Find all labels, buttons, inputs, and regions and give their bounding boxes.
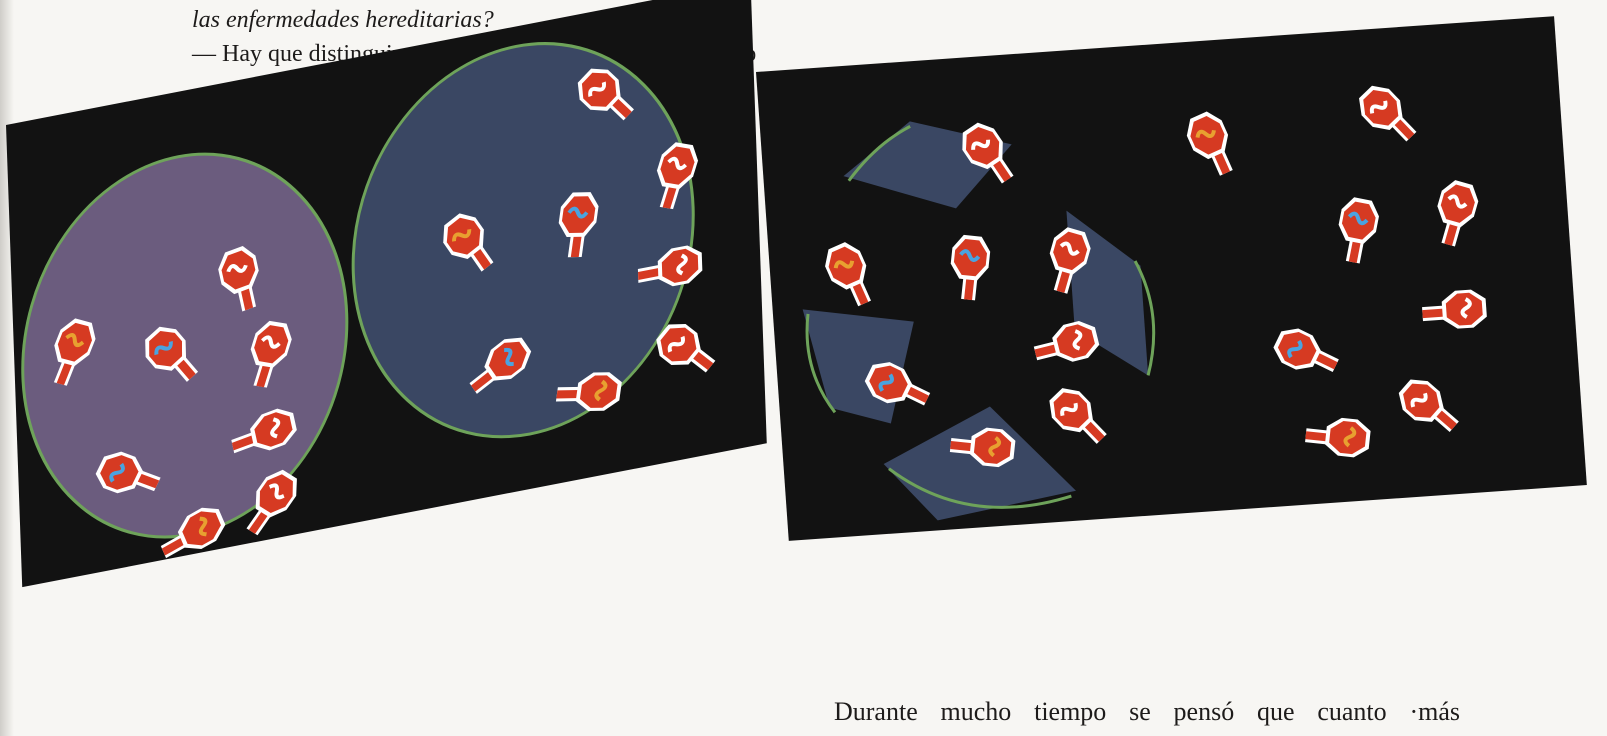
cell-illustration-left — [21, 42, 723, 567]
slate-cell — [351, 42, 695, 439]
chromosome-icon — [1427, 177, 1483, 250]
membrane-fragment — [805, 313, 837, 414]
illustration-left-panel — [6, 0, 767, 588]
cell-illustration-right — [802, 78, 1488, 521]
chromosome-icon — [1030, 317, 1102, 370]
page-edge-shadow — [0, 0, 14, 736]
chromosome-icon — [235, 464, 305, 541]
membrane-fragment — [847, 125, 911, 182]
question-line: las enfermedades hereditarias? — [192, 7, 494, 33]
chromosome-icon — [553, 191, 601, 258]
membrane-fragment — [1133, 260, 1156, 376]
chromosome-icon — [228, 403, 299, 463]
chromosome-icon — [1269, 322, 1344, 385]
chromosome-icon — [1181, 107, 1242, 182]
chromosome-icon — [1040, 224, 1095, 297]
illustration-right-panel — [756, 16, 1587, 541]
chromosome-icon — [41, 315, 101, 389]
bottom-text-line: Durante mucho tiempo se pensó que cuanto… — [834, 697, 1460, 726]
membrane-fragment — [888, 467, 1072, 509]
chromosome-icon — [215, 242, 266, 317]
chromosome-icon — [137, 319, 207, 393]
chromosome-icon — [1392, 371, 1466, 443]
chromosome-icon — [947, 233, 992, 302]
chromosome-icon — [90, 447, 166, 505]
chromosome-icon — [637, 242, 703, 293]
chromosome-icon — [155, 500, 230, 567]
chromosome-icon — [819, 238, 881, 312]
chromosome-icon — [1332, 195, 1382, 266]
chromosome-icon — [1351, 78, 1424, 152]
chromosome-icon — [948, 424, 1017, 469]
fragment-wedge — [802, 309, 914, 424]
chromosome-icon — [240, 319, 297, 390]
chromosome-icon — [435, 206, 502, 281]
chromosome-icon — [860, 355, 935, 419]
chromosome-icon — [462, 329, 537, 402]
chromosome-icon — [646, 140, 703, 211]
chromosome-icon — [1421, 288, 1488, 332]
chromosome-icon — [649, 316, 723, 385]
chromosome-icon — [1304, 414, 1372, 459]
chromosome-icon — [570, 60, 642, 132]
chromosome-icon — [954, 117, 1022, 192]
chromosome-icon — [1042, 381, 1114, 454]
chromosome-icon — [554, 372, 624, 412]
